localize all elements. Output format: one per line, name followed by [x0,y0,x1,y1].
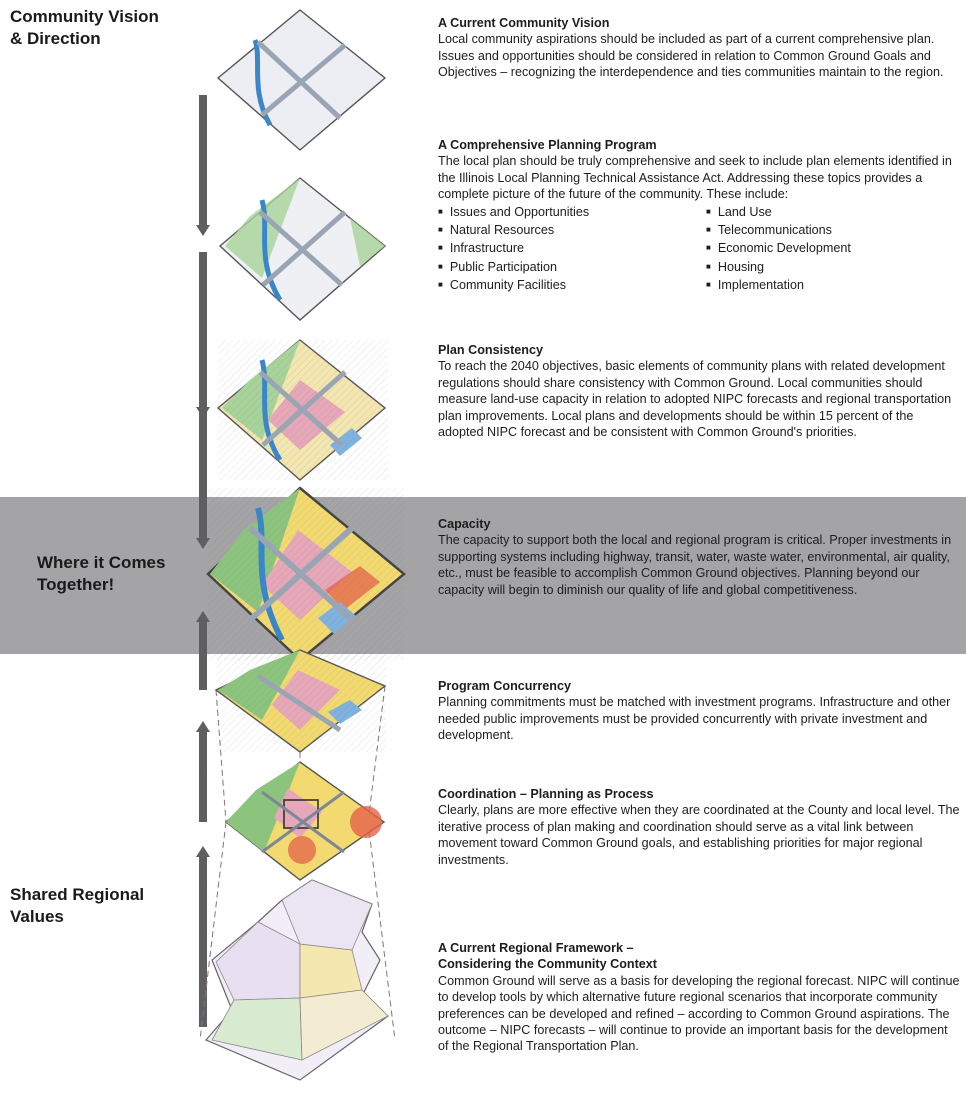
highlight-band [0,497,966,654]
list-item: Implementation [706,277,956,295]
up-arrow-3 [196,846,210,1027]
section-heading: A Current Community Vision [438,16,610,30]
section-program-concurrency: Program Concurrency Planning commitments… [438,678,960,744]
section-body: Common Ground will serve as a basis for … [438,973,960,1054]
section-plan-consistency: Plan Consistency To reach the 2040 objec… [438,342,960,440]
community-vision-label: Community Vision& Direction [10,7,159,48]
section-heading: A Comprehensive Planning Program [438,138,657,152]
list-item: Natural Resources [438,222,706,240]
up-arrow-2 [196,721,210,822]
section-comprehensive-planning-program: A Comprehensive Planning Program The loc… [438,137,960,296]
layer-community-vision [216,9,387,151]
layer-capacity [206,486,406,662]
section-body: Clearly, plans are more effective when t… [438,803,960,867]
up-arrow-1 [196,611,210,690]
layer-comprehensive-plan [218,177,387,321]
list-item: Issues and Opportunities [438,204,706,222]
section-current-community-vision: A Current Community Vision Local communi… [438,15,960,81]
section-heading: Capacity [438,517,491,531]
down-arrow-1 [196,95,210,236]
layer-regional-framework [205,879,390,1081]
section-body: To reach the 2040 objectives, basic elem… [438,359,952,440]
section-heading: A Current Regional Framework – [438,941,634,955]
list-item: Public Participation [438,259,706,277]
layer-coordination [224,761,386,881]
section-heading: Program Concurrency [438,679,571,693]
section-coordination: Coordination – Planning as Process Clear… [438,786,960,868]
section-capacity: Capacity The capacity to support both th… [438,516,960,598]
down-arrow-3 [196,410,210,549]
list-item: Land Use [706,204,956,222]
list-item: Economic Development [706,240,956,258]
list-item: Infrastructure [438,240,706,258]
plan-elements-list: Issues and Opportunities Land Use Natura… [438,204,960,296]
section-regional-framework: A Current Regional Framework – Consideri… [438,940,960,1055]
planning-layers-illustration [199,9,406,1081]
section-body: The capacity to support both the local a… [438,533,952,597]
section-body: Planning commitments must be matched wit… [438,695,951,743]
list-item: Telecommunications [706,222,956,240]
section-heading: Coordination – Planning as Process [438,787,654,801]
section-heading: Considering the Community Context [438,957,657,972]
layer-plan-consistency [216,339,388,481]
layer-program-concurrency [214,649,387,753]
section-body: The local plan should be truly comprehen… [438,154,952,202]
list-item: Housing [706,259,956,277]
section-heading: Plan Consistency [438,343,543,357]
list-item: Community Facilities [438,277,706,295]
section-body: Local community aspirations should be in… [438,32,944,80]
